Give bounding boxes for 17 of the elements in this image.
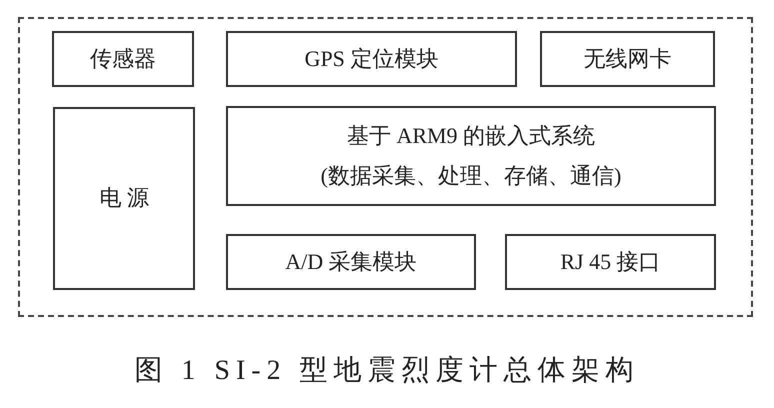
module-box (540, 31, 715, 87)
box-label: 基于 ARM9 的嵌入式系统 (346, 122, 596, 149)
module-box (226, 31, 517, 87)
box-label: 传感器 (90, 46, 156, 72)
box-label: RJ 45 接口 (560, 248, 661, 276)
box-label: 电 源 (99, 185, 149, 212)
box-label: (数据采集、处理、存储、通信) (320, 163, 622, 190)
figure-caption: 图 1 SI-2 型地震烈度计总体架构 (134, 354, 640, 388)
module-box (53, 107, 195, 290)
module-box (226, 234, 476, 290)
dashed-frame (18, 17, 753, 317)
module-box (226, 106, 716, 206)
module-box (505, 234, 716, 290)
box-label: GPS 定位模块 (304, 46, 438, 72)
module-box (52, 31, 194, 87)
box-label: A/D 采集模块 (285, 248, 417, 276)
box-label: 无线网卡 (584, 46, 672, 72)
